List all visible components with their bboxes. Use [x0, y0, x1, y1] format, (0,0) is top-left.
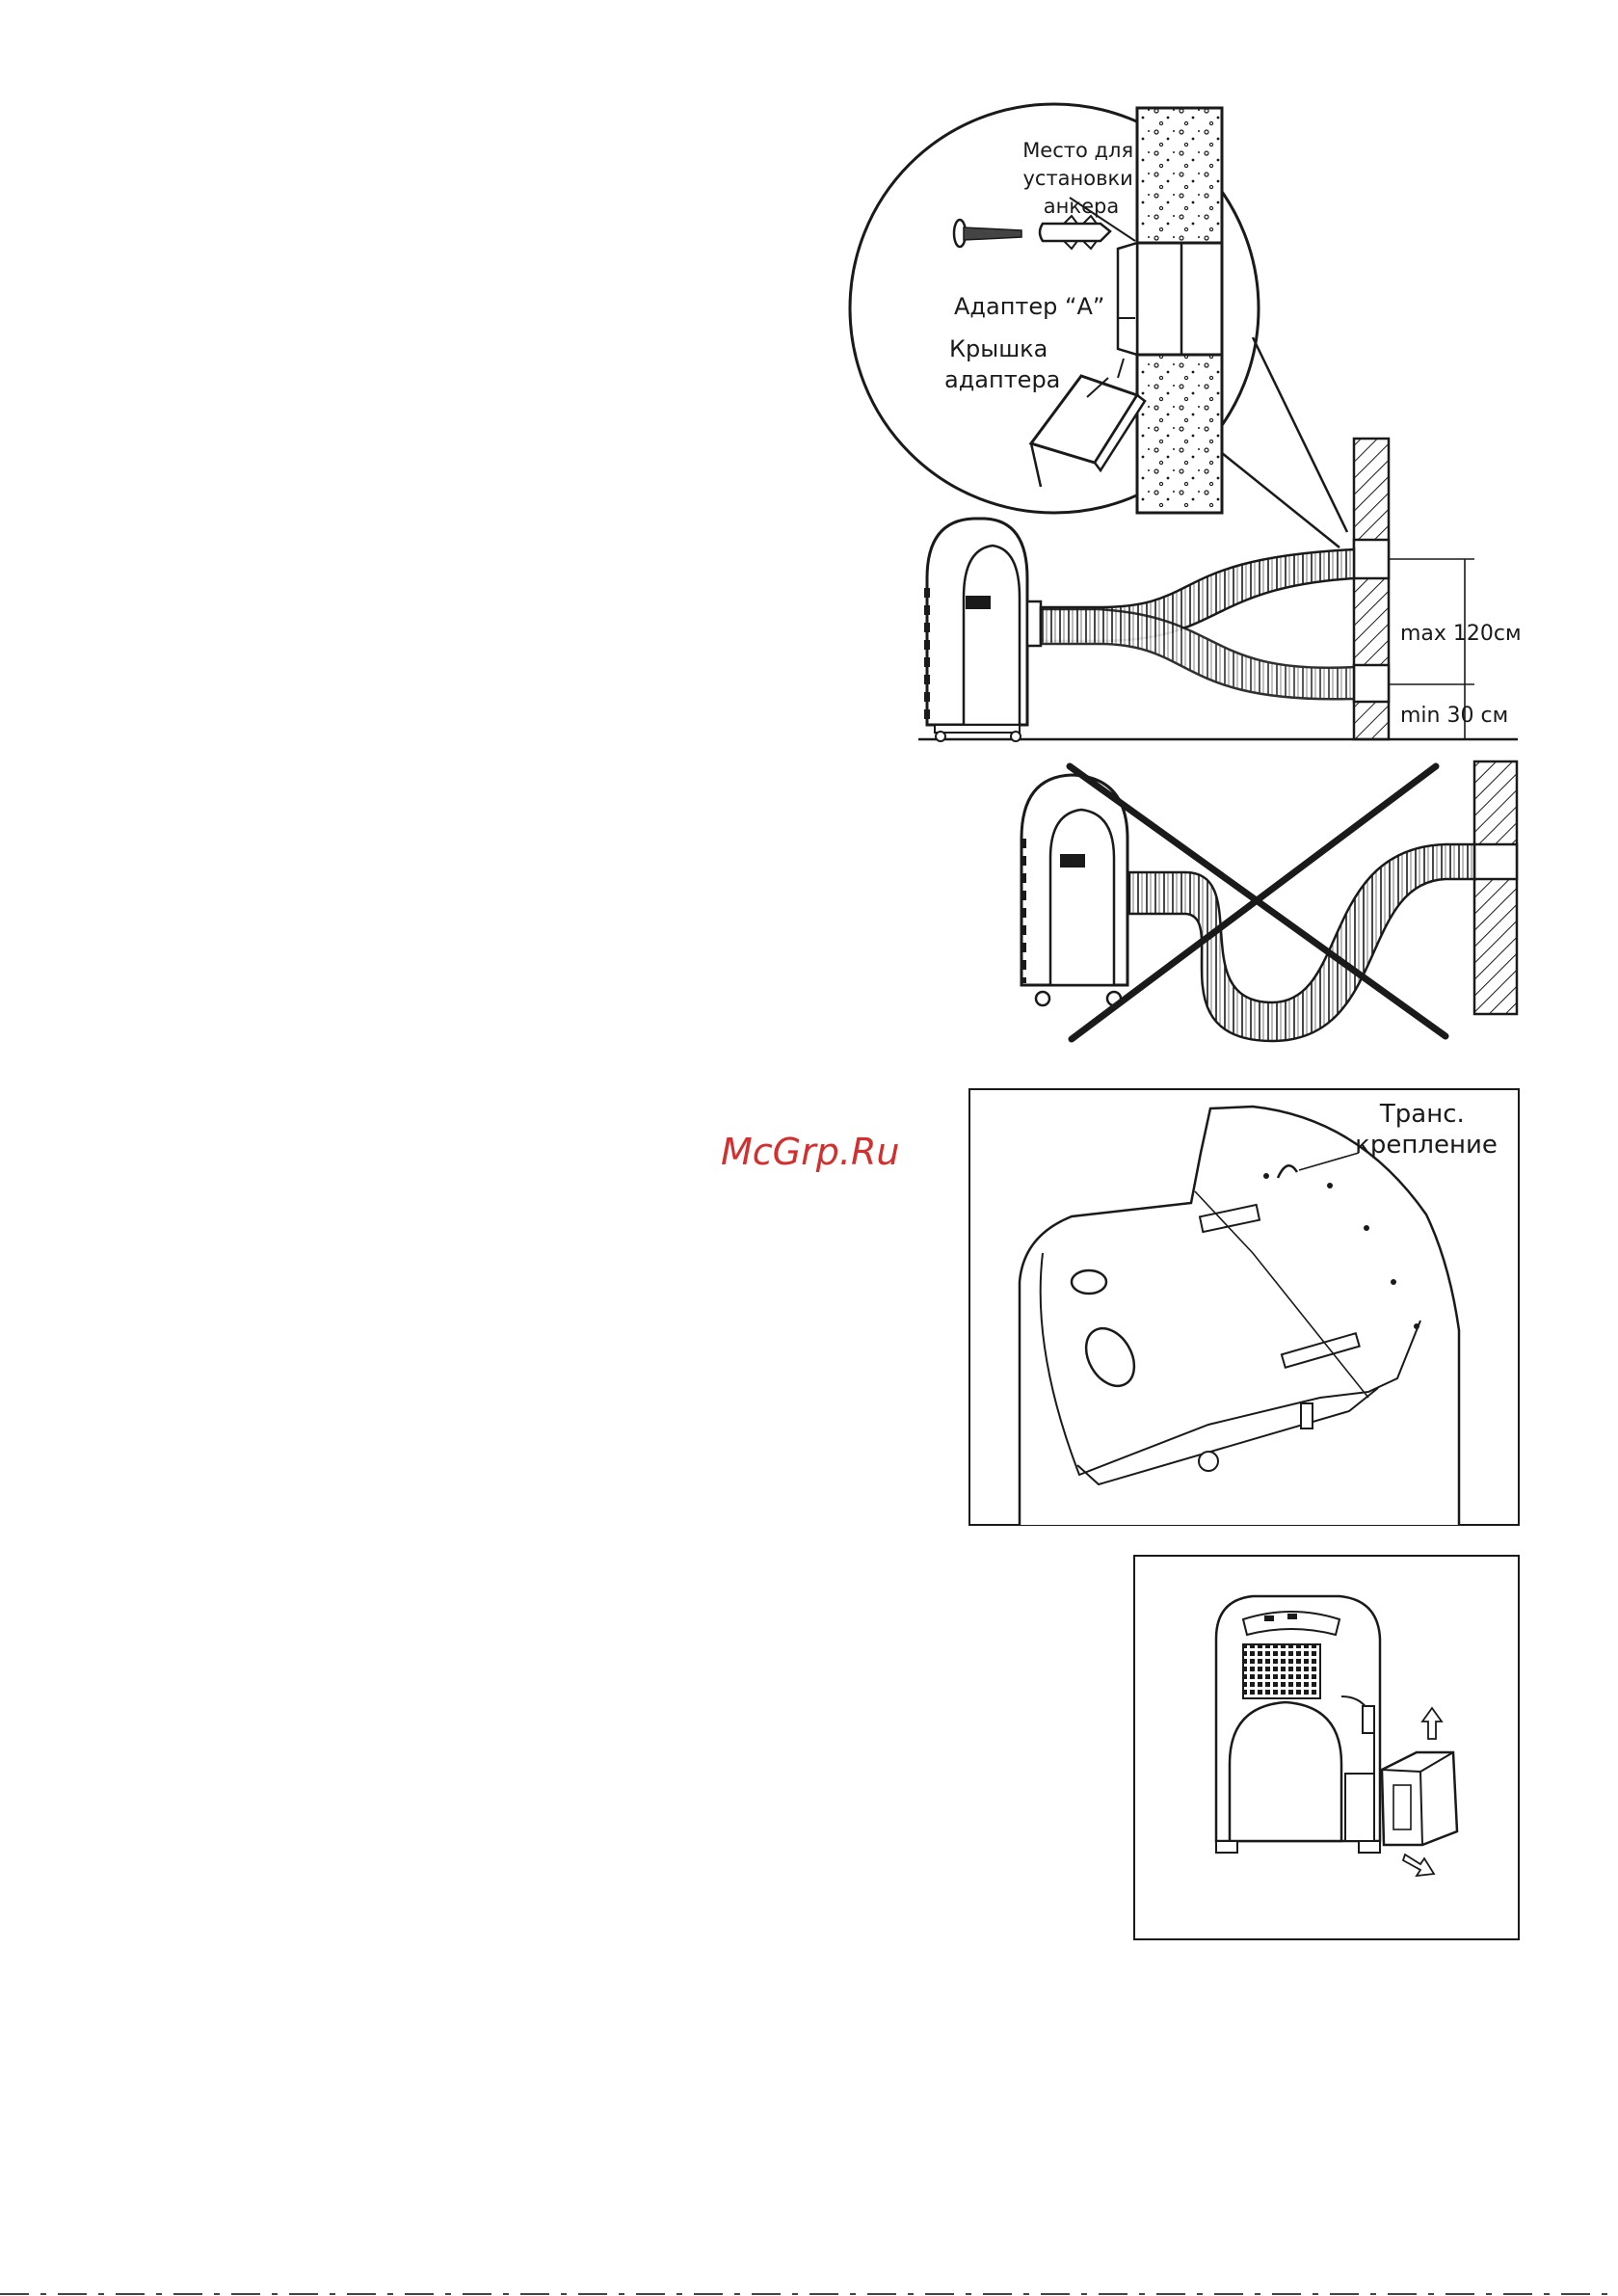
label-max-height: max 120см: [1400, 622, 1522, 646]
figure-water-tank: [1134, 1556, 1519, 1939]
label-adapter-a: Адаптер “А”: [954, 293, 1104, 320]
figure-wrong-installation: [1021, 761, 1517, 1041]
label-transport-1: Транс.: [1379, 1100, 1465, 1129]
air-conditioner-wrong: [1021, 775, 1127, 1005]
label-anchor-place-3: анкера: [1044, 195, 1119, 218]
water-tank: [1382, 1752, 1457, 1845]
label-adapter-cover-1: Крышка: [949, 335, 1048, 362]
label-anchor-place-2: установки: [1022, 167, 1132, 190]
adapter-a: [1137, 243, 1222, 355]
exhaust-hose-sagging: [1129, 844, 1474, 1041]
figure-transport-fastener: Транс. крепление: [969, 1089, 1519, 1525]
label-anchor-place-1: Место для: [1022, 139, 1133, 162]
front-grille: [1243, 1644, 1320, 1698]
label-adapter-cover-2: адаптера: [944, 366, 1060, 393]
air-conditioner-front: [1216, 1596, 1380, 1853]
label-transport-2: крепление: [1355, 1131, 1498, 1160]
wall-wrong: [1474, 761, 1517, 1014]
watermark-text: McGrp.Ru: [721, 1131, 899, 1173]
air-conditioner-side: [927, 519, 1041, 741]
figure-wall-installation: Место для установки анкера Адаптер “А” К…: [850, 104, 1522, 741]
label-min-height: min 30 см: [1400, 704, 1508, 728]
